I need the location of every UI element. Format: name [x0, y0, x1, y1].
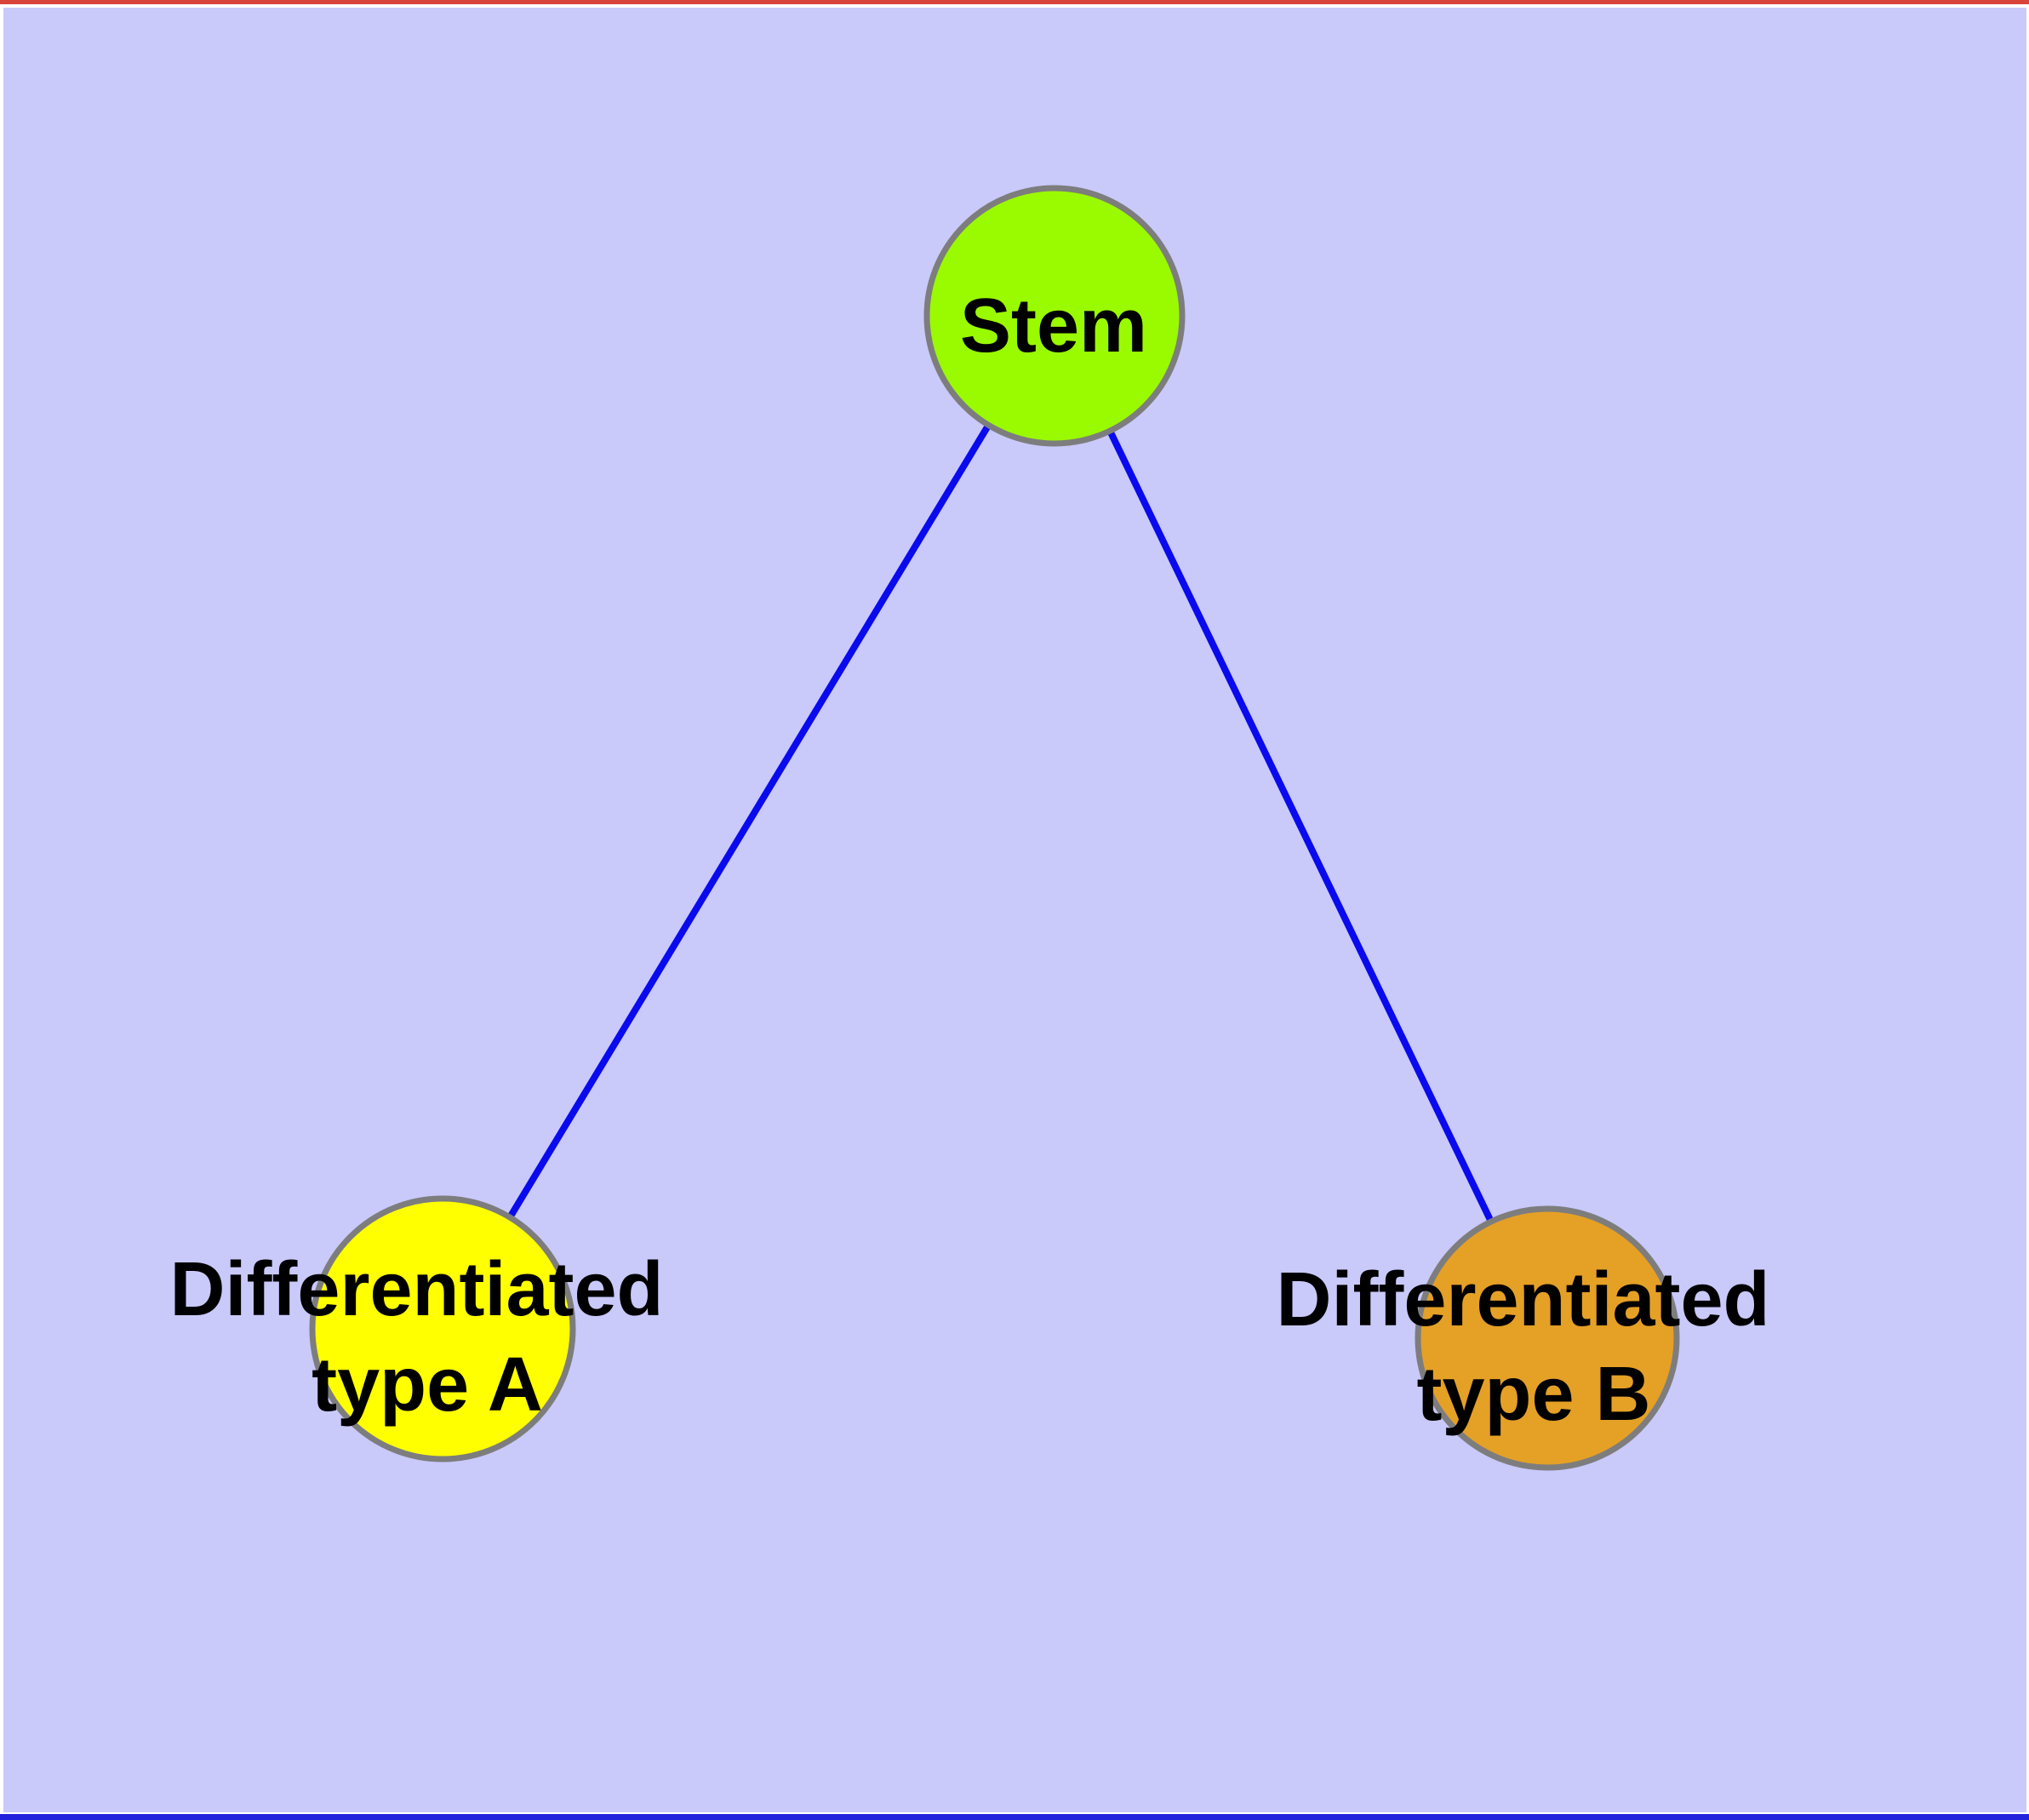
top-window-edge	[0, 0, 2029, 4]
node-stem-label-line: Stem	[960, 283, 1147, 369]
node-type-b	[1415, 1205, 1680, 1471]
node-type-a-label: Differentiated type A	[169, 1247, 684, 1428]
node-type-b-label: Differentiated type B	[1276, 1257, 1791, 1437]
edge-stem-to-type-b	[1051, 314, 1551, 1340]
node-type-a-label-line2: type A	[311, 1342, 543, 1428]
node-type-b-label-line2: type B	[1416, 1352, 1650, 1437]
node-type-a-label-line1: Differentiated	[169, 1247, 663, 1332]
node-stem-label: Stem	[960, 283, 1147, 369]
node-stem	[923, 185, 1186, 447]
node-type-a	[309, 1195, 576, 1462]
bottom-window-edge	[0, 1814, 2029, 1820]
edge-stem-to-type-a	[439, 313, 1058, 1331]
node-type-b-label-line1: Differentiated	[1276, 1257, 1769, 1342]
